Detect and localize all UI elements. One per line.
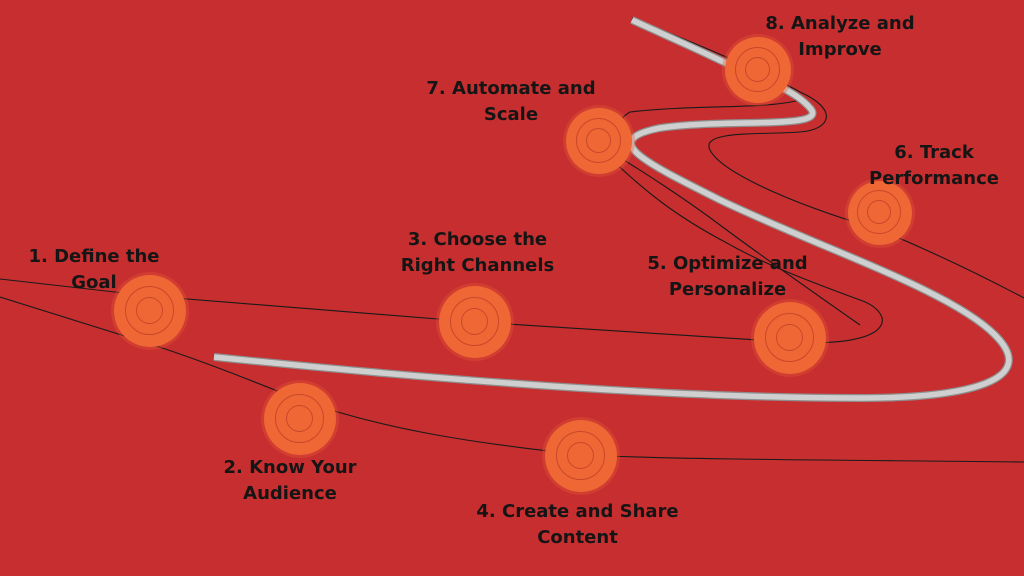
target-ring — [275, 394, 324, 443]
target-ring — [450, 297, 499, 346]
target-ring — [765, 313, 814, 362]
step-6-label: 6. Track Performance — [869, 142, 999, 189]
guide-line — [0, 296, 1024, 463]
target-ring — [857, 190, 901, 234]
target-ring-inner — [286, 405, 313, 432]
step-1-label: 1. Define the Goal — [28, 246, 160, 293]
target-ring — [735, 47, 780, 92]
step-6-node[interactable] — [848, 181, 912, 245]
step-5-node[interactable] — [754, 302, 826, 374]
step-5-label: 5. Optimize and Personalize — [647, 253, 808, 300]
step-3-node[interactable] — [439, 286, 511, 358]
step-2-label: 2. Know Your Audience — [223, 457, 357, 504]
step-7-node[interactable] — [566, 108, 632, 174]
step-1-node[interactable] — [114, 275, 186, 347]
target-ring-inner — [867, 200, 891, 224]
target-ring-inner — [586, 128, 611, 153]
target-ring-inner — [776, 324, 803, 351]
target-ring-inner — [461, 308, 488, 335]
step-4-node[interactable] — [545, 420, 617, 492]
step-2-node[interactable] — [264, 383, 336, 455]
guide-line — [599, 144, 861, 326]
step-4-label: 4. Create and Share Content — [476, 501, 679, 548]
target-ring — [125, 286, 174, 335]
step-7-label: 7. Automate and Scale — [426, 78, 596, 125]
step-8-node[interactable] — [725, 37, 791, 103]
target-ring — [556, 431, 605, 480]
target-ring-inner — [136, 297, 163, 324]
winding-road-surface — [213, 17, 1012, 401]
guide-line — [0, 99, 883, 344]
target-ring-inner — [567, 442, 594, 469]
step-3-label: 3. Choose the Right Channels — [400, 229, 555, 276]
step-8-label: 8. Analyze and Improve — [765, 13, 915, 60]
target-ring — [576, 118, 621, 163]
target-ring-inner — [745, 57, 770, 82]
